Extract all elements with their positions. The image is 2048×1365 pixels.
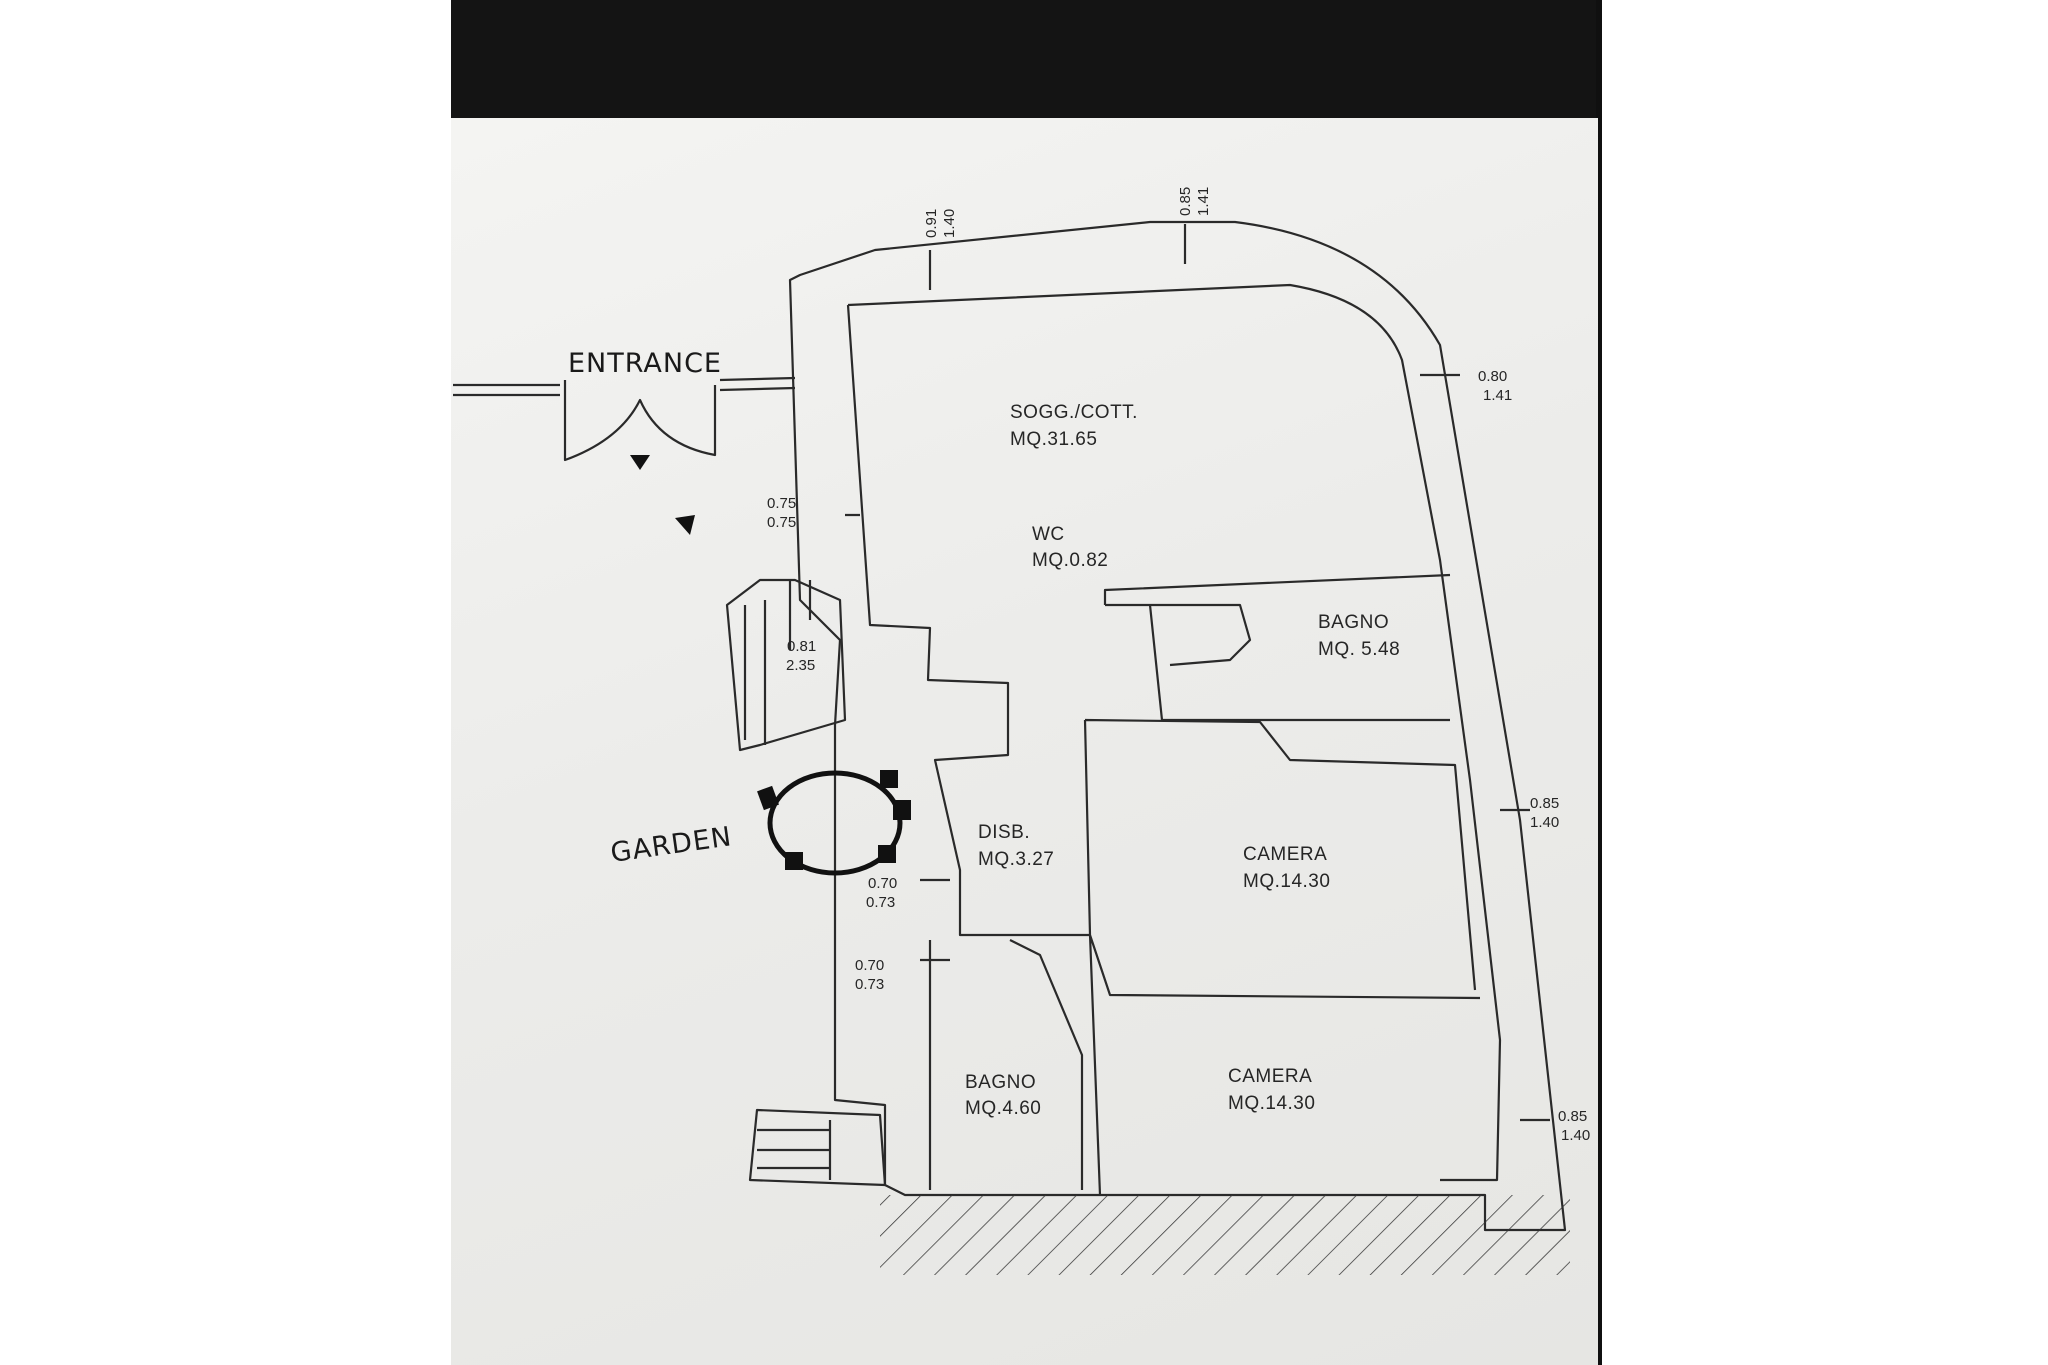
opening-3-width: 0.75 [767, 495, 796, 512]
opening-2-height: 1.41 [1483, 387, 1512, 404]
opening-7-width: 0.70 [855, 957, 884, 974]
room-1-area: MQ.0.82 [1032, 550, 1108, 571]
room-6-area: MQ.14.30 [1228, 1093, 1315, 1114]
dark-background-right [1596, 0, 1602, 1365]
room-3-area: MQ.14.30 [1243, 871, 1330, 892]
room-1-name: WC [1032, 524, 1065, 545]
room-3-name: CAMERA [1243, 844, 1327, 865]
garden-label: GARDEN [609, 821, 734, 869]
inner-wall [847, 283, 1502, 1182]
opening-1-height: 1.41 [1195, 187, 1212, 216]
entrance-wall [453, 376, 796, 397]
paper-sheet [451, 118, 1598, 1365]
outer-wall [788, 220, 1567, 1232]
opening-1-width: 0.85 [1177, 187, 1194, 216]
bottom-steps [748, 1108, 887, 1187]
garden-table [757, 770, 911, 876]
opening-4-width: 0.81 [787, 638, 816, 655]
opening-7-height: 0.73 [855, 976, 884, 993]
room-5-name: BAGNO [965, 1072, 1036, 1093]
entrance-label: ENTRANCE [568, 348, 722, 379]
window-marks [845, 224, 1550, 1122]
garden-steps [725, 578, 847, 752]
ground-hatch [880, 1195, 1570, 1275]
opening-0-height: 1.40 [941, 209, 958, 238]
steps-lines [743, 580, 812, 745]
arrow-icon [630, 455, 650, 470]
opening-0-width: 0.91 [923, 209, 940, 238]
opening-8-width: 0.85 [1558, 1108, 1587, 1125]
room-4-name: DISB. [978, 822, 1030, 843]
entrance-door [563, 380, 717, 462]
opening-5-height: 1.40 [1530, 814, 1559, 831]
room-2-area: MQ. 5.48 [1318, 639, 1400, 660]
room-2-name: BAGNO [1318, 612, 1389, 633]
opening-6-width: 0.70 [868, 875, 897, 892]
opening-2-width: 0.80 [1478, 368, 1507, 385]
room-5-area: MQ.4.60 [965, 1098, 1041, 1119]
opening-4-height: 2.35 [786, 657, 815, 674]
opening-8-height: 1.40 [1561, 1127, 1590, 1144]
left-inner-wall [846, 304, 1010, 720]
room-0-name: SOGG./COTT. [1010, 402, 1138, 423]
dark-background-top [451, 0, 1601, 130]
room-0-area: MQ.31.65 [1010, 429, 1097, 450]
room-4-area: MQ.3.27 [978, 849, 1054, 870]
opening-3-height: 0.75 [767, 514, 796, 531]
arrow-icon [675, 515, 695, 535]
central-partitions [928, 718, 1481, 1196]
opening-5-width: 0.85 [1530, 795, 1559, 812]
bagno-upper-walls [1103, 573, 1451, 722]
opening-6-height: 0.73 [866, 894, 895, 911]
room-6-name: CAMERA [1228, 1066, 1312, 1087]
